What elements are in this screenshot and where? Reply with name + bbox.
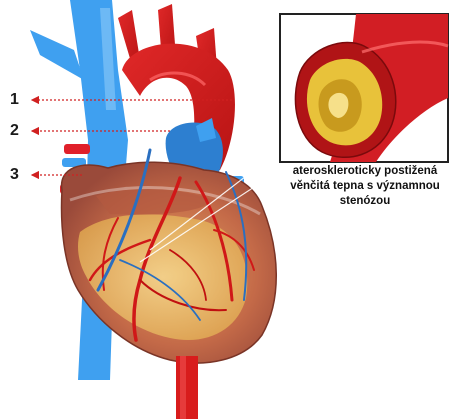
callout-label-1: 1 [10, 92, 19, 108]
callout-label-2: 2 [10, 123, 19, 139]
callout-label-3: 3 [10, 167, 19, 183]
caption-line-1: ateroskleroticky postižená [278, 164, 452, 179]
inset-box [280, 14, 448, 162]
descending-aorta [176, 356, 198, 419]
caption-line-3: stenózou [278, 194, 452, 209]
caption-line-2: věnčitá tepna s významnou [278, 179, 452, 194]
inset-caption: ateroskleroticky postižená věnčitá tepna… [278, 164, 452, 209]
